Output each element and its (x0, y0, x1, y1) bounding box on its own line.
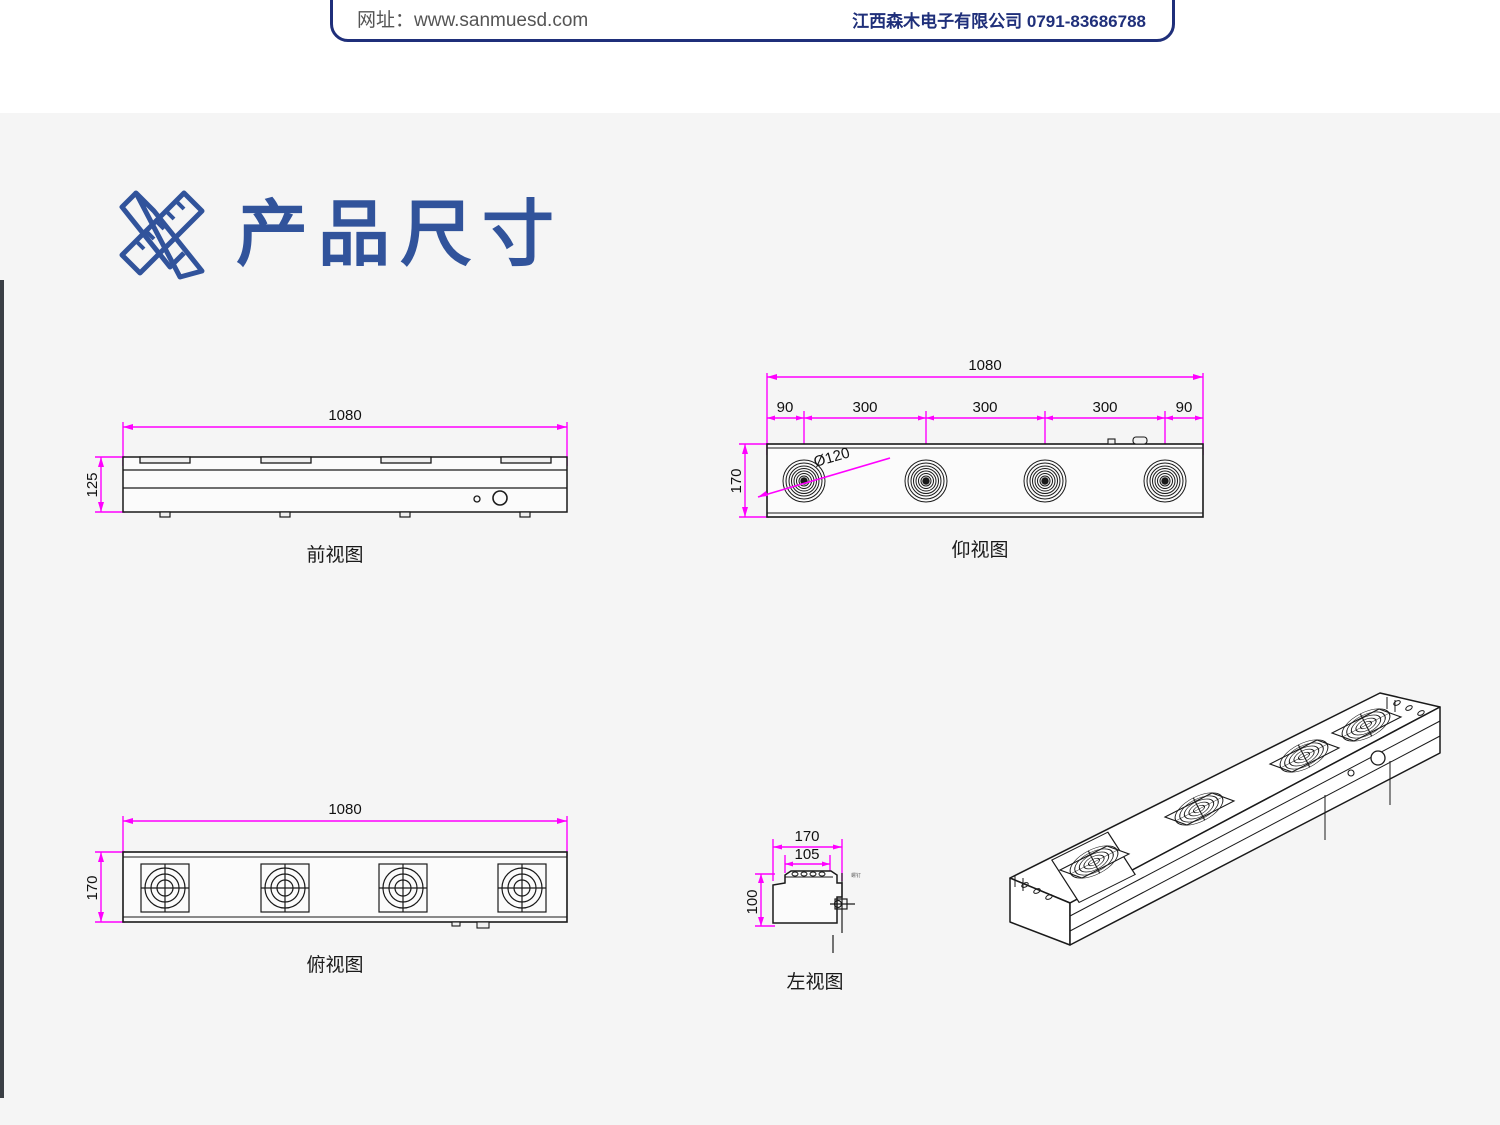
bottom-view: 1080 90 300 300 300 90 (725, 355, 1235, 561)
top-view-caption: 俯视图 (306, 955, 364, 976)
left-view-note: 螺钉 (851, 872, 861, 879)
top-view: 1080 170 (84, 800, 585, 976)
front-width-dim: 1080 (328, 407, 361, 424)
top-width-dim: 1080 (328, 801, 361, 818)
header-banner: 网址：www.sanmuesd.com 江西森木电子有限公司 0791-8368… (330, 0, 1175, 42)
header-company-text: 江西森木电子有限公司 0791-83686788 (852, 12, 1146, 31)
front-height-dim: 125 (84, 472, 101, 497)
left-height-dim: 100 (744, 889, 761, 914)
bottom-height-dim: 170 (728, 468, 745, 493)
ruler-pencil-icon (119, 190, 205, 280)
bottom-seg-5: 90 (1176, 399, 1193, 416)
section-title-text: 产品尺寸 (236, 195, 565, 275)
bottom-seg-2: 300 (852, 399, 877, 416)
bottom-seg-1: 90 (777, 399, 794, 416)
bottom-seg-3: 300 (972, 399, 997, 416)
bottom-seg-4: 300 (1092, 399, 1117, 416)
left-edge-rule (0, 280, 4, 1098)
left-view-caption: 左视图 (786, 972, 844, 993)
section-title: 产品尺寸 (110, 185, 564, 285)
header-website-text: 网址：www.sanmuesd.com (357, 10, 589, 31)
top-height-dim: 170 (84, 875, 101, 900)
left-outer-width-dim: 170 (794, 828, 819, 845)
bottom-view-caption: 仰视图 (951, 540, 1009, 561)
left-view: 170 105 100 (744, 825, 885, 993)
isometric-view (985, 635, 1455, 960)
front-view-caption: 前视图 (306, 545, 364, 566)
bottom-width-dim: 1080 (968, 357, 1001, 374)
left-inner-width-dim: 105 (794, 846, 819, 863)
front-view: 1080 125 (84, 400, 585, 566)
content-area (0, 113, 1500, 1125)
